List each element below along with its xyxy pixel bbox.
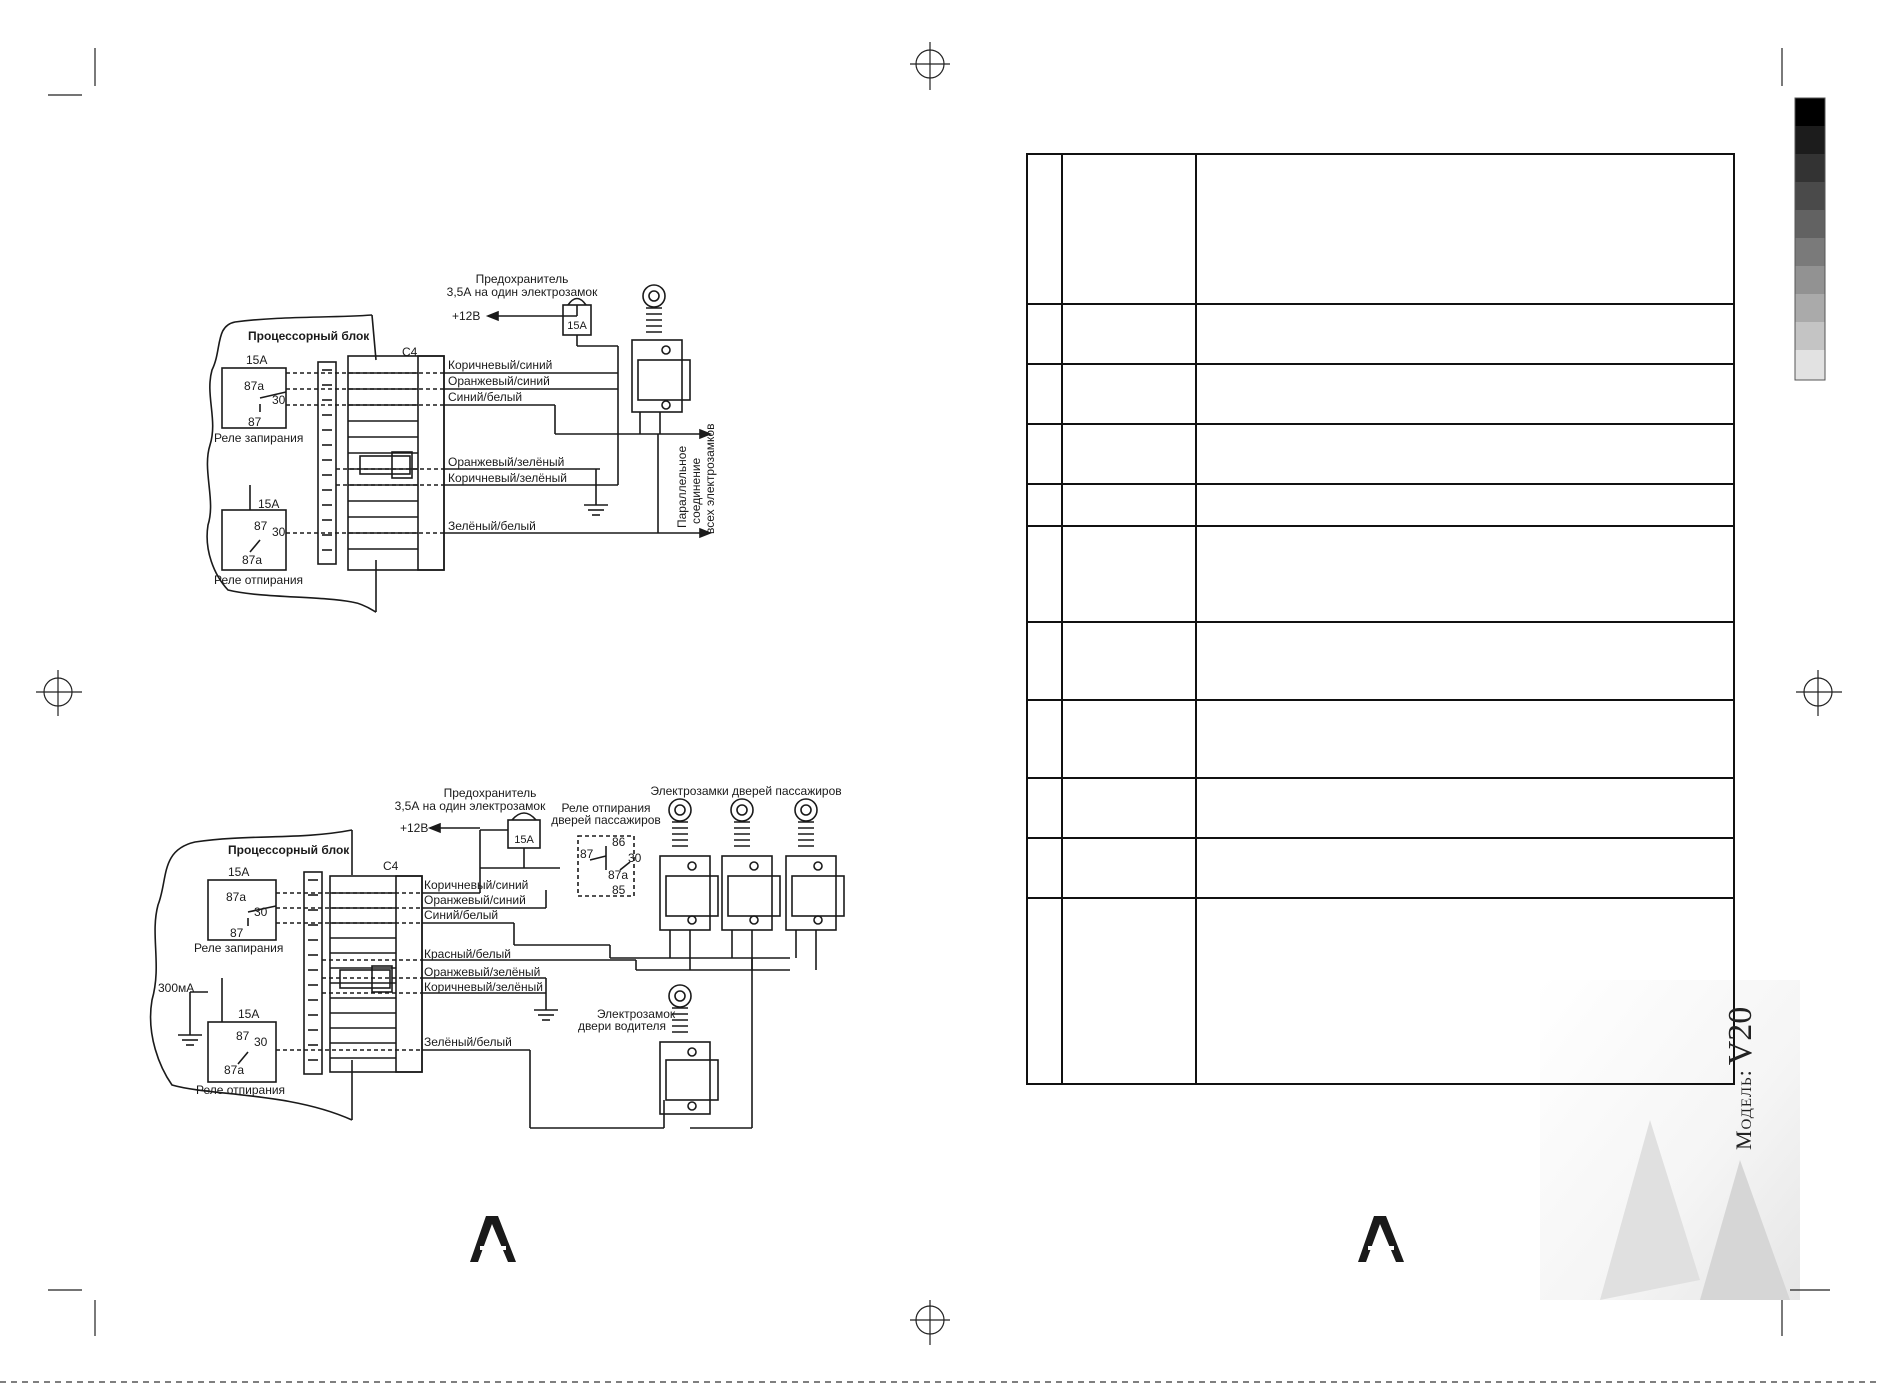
- fuse-diagram-1: [485, 297, 619, 373]
- empty-table: [1026, 153, 1735, 1085]
- wire-label: Коричневый/зелёный: [424, 980, 543, 994]
- driver-lock-line2: двери водителя: [578, 1019, 666, 1033]
- fuse-label-line2: 3,5А на один электрозамок: [395, 799, 546, 813]
- relay-unlock-87: 87: [236, 1029, 250, 1043]
- relay-pin-87a: 87а: [608, 868, 628, 882]
- relay-pass-line1: Реле отпирания: [561, 801, 650, 815]
- relay-unlock-fuse: 15А: [238, 1007, 259, 1021]
- wire-label: Зелёный/белый: [448, 519, 536, 533]
- wire-label: Оранжевый/зелёный: [424, 965, 540, 979]
- plus-12v-label: +12В: [400, 821, 428, 835]
- processor-block-outline: [206, 314, 377, 613]
- relay-lock-name: Реле запирания: [214, 431, 303, 445]
- wire-label: Коричневый/синий: [424, 878, 528, 892]
- registration-mark-top: [910, 42, 950, 90]
- relay-pass-line2: дверей пассажиров: [551, 813, 661, 827]
- svg-text:всех электрозамков: всех электрозамков: [703, 424, 717, 534]
- current-label: 300мА: [158, 981, 194, 995]
- wire-label: Оранжевый/синий: [448, 374, 550, 388]
- relay-lock-fuse: 15А: [246, 353, 267, 367]
- crop-marks: [36, 42, 1842, 1345]
- driver-door-lock: [659, 984, 719, 1115]
- brand-model-prefix: Модель:: [1731, 1069, 1756, 1150]
- wire-label: Коричневый/зелёный: [448, 471, 567, 485]
- registration-mark-bottom: [910, 1300, 950, 1345]
- wire-label: Синий/белый: [448, 390, 522, 404]
- relay-lock-box: [221, 367, 287, 429]
- plus-12v-label: +12В: [452, 309, 480, 323]
- wire-label: Синий/белый: [424, 908, 498, 922]
- fuse-label-line1: Предохранитель: [444, 786, 537, 800]
- passenger-relay: [577, 835, 635, 897]
- fuse-diagram-2: [427, 812, 541, 868]
- relay-lock-87a: 87а: [244, 379, 264, 393]
- grayscale-bar: [1794, 97, 1826, 381]
- wires-diagram-1: [286, 372, 444, 534]
- relay-lock-name: Реле запирания: [194, 941, 283, 955]
- wire-label: Красный/белый: [424, 947, 511, 961]
- page-logo-right: [1358, 1216, 1404, 1262]
- relay-lock-87a: 87а: [226, 890, 246, 904]
- fuse-value: 15А: [567, 320, 587, 332]
- processor-block-outline: [149, 829, 353, 1121]
- relay-unlock-box: [221, 509, 287, 571]
- wire-label: Оранжевый/зелёный: [448, 455, 564, 469]
- connector-strip-left: [303, 871, 323, 1075]
- relay-unlock-fuse: 15А: [258, 497, 279, 511]
- connector-label: С4: [402, 345, 418, 359]
- background-texture: [1540, 980, 1800, 1300]
- relay-lock-30: 30: [254, 905, 268, 919]
- relay-unlock-30: 30: [254, 1035, 268, 1049]
- processor-block-label: Процессорный блок: [228, 843, 350, 857]
- relay-pin-87: 87: [580, 847, 594, 861]
- brand-model-name: V20: [1722, 1006, 1759, 1066]
- wire-label: Зелёный/белый: [424, 1035, 512, 1049]
- relay-lock-87: 87: [248, 415, 262, 429]
- connector-c4-body: [347, 355, 445, 571]
- wiring-diagram-1: [206, 284, 713, 613]
- relay-pin-85: 85: [612, 883, 626, 897]
- relay-unlock-name: Реле отпирания: [214, 573, 303, 587]
- svg-text:Параллельное: Параллельное: [675, 446, 689, 528]
- relay-unlock-box: [207, 1021, 277, 1083]
- registration-mark-right: [1796, 670, 1842, 716]
- page-logo-left: [470, 1216, 516, 1262]
- fuse-label-line1: Предохранитель: [476, 272, 569, 286]
- model-brand: Модель: V20: [1722, 1007, 1760, 1150]
- passenger-lock-2: [721, 798, 781, 970]
- relay-pin-30: 30: [628, 851, 642, 865]
- fuse-value: 15А: [514, 834, 534, 846]
- driver-lock-line1: Электрозамок: [597, 1007, 676, 1021]
- passenger-lock-1: [659, 798, 719, 970]
- wires-diagram-2: [276, 892, 422, 1051]
- diagram-1-labels: Предохранитель 3,5А на один электрозамок…: [214, 272, 717, 587]
- registration-mark-left: [36, 670, 82, 716]
- passenger-lock-3: [785, 798, 845, 970]
- relay-lock-87: 87: [230, 926, 244, 940]
- wiring-diagram-2: [149, 798, 845, 1129]
- connector-strip-left: [317, 361, 337, 565]
- relay-lock-box: [207, 879, 277, 941]
- relay-lock-fuse: 15А: [228, 865, 249, 879]
- wire-label: Оранжевый/синий: [424, 893, 526, 907]
- connector-label: С4: [383, 859, 399, 873]
- parallel-note: Параллельное соединение всех электрозамк…: [675, 424, 717, 534]
- relay-unlock-87a: 87а: [242, 553, 262, 567]
- relay-unlock-30: 30: [272, 525, 286, 539]
- relay-unlock-87a: 87а: [224, 1063, 244, 1077]
- processor-block-label: Процессорный блок: [248, 329, 370, 343]
- relay-pin-86: 86: [612, 835, 626, 849]
- relay-unlock-name: Реле отпирания: [196, 1083, 285, 1097]
- connector-c4-body: [329, 875, 423, 1073]
- wire-label: Коричневый/синий: [448, 358, 552, 372]
- door-lock-actuator-1: [631, 284, 691, 434]
- fuse-label-line2: 3,5А на один электрозамок: [447, 285, 598, 299]
- diagram-2-labels: Предохранитель 3,5А на один электрозамок…: [158, 784, 842, 1097]
- passenger-locks-label: Электрозамки дверей пассажиров: [650, 784, 841, 798]
- relay-unlock-87: 87: [254, 519, 268, 533]
- relay-lock-30: 30: [272, 393, 286, 407]
- svg-text:соединение: соединение: [689, 457, 703, 524]
